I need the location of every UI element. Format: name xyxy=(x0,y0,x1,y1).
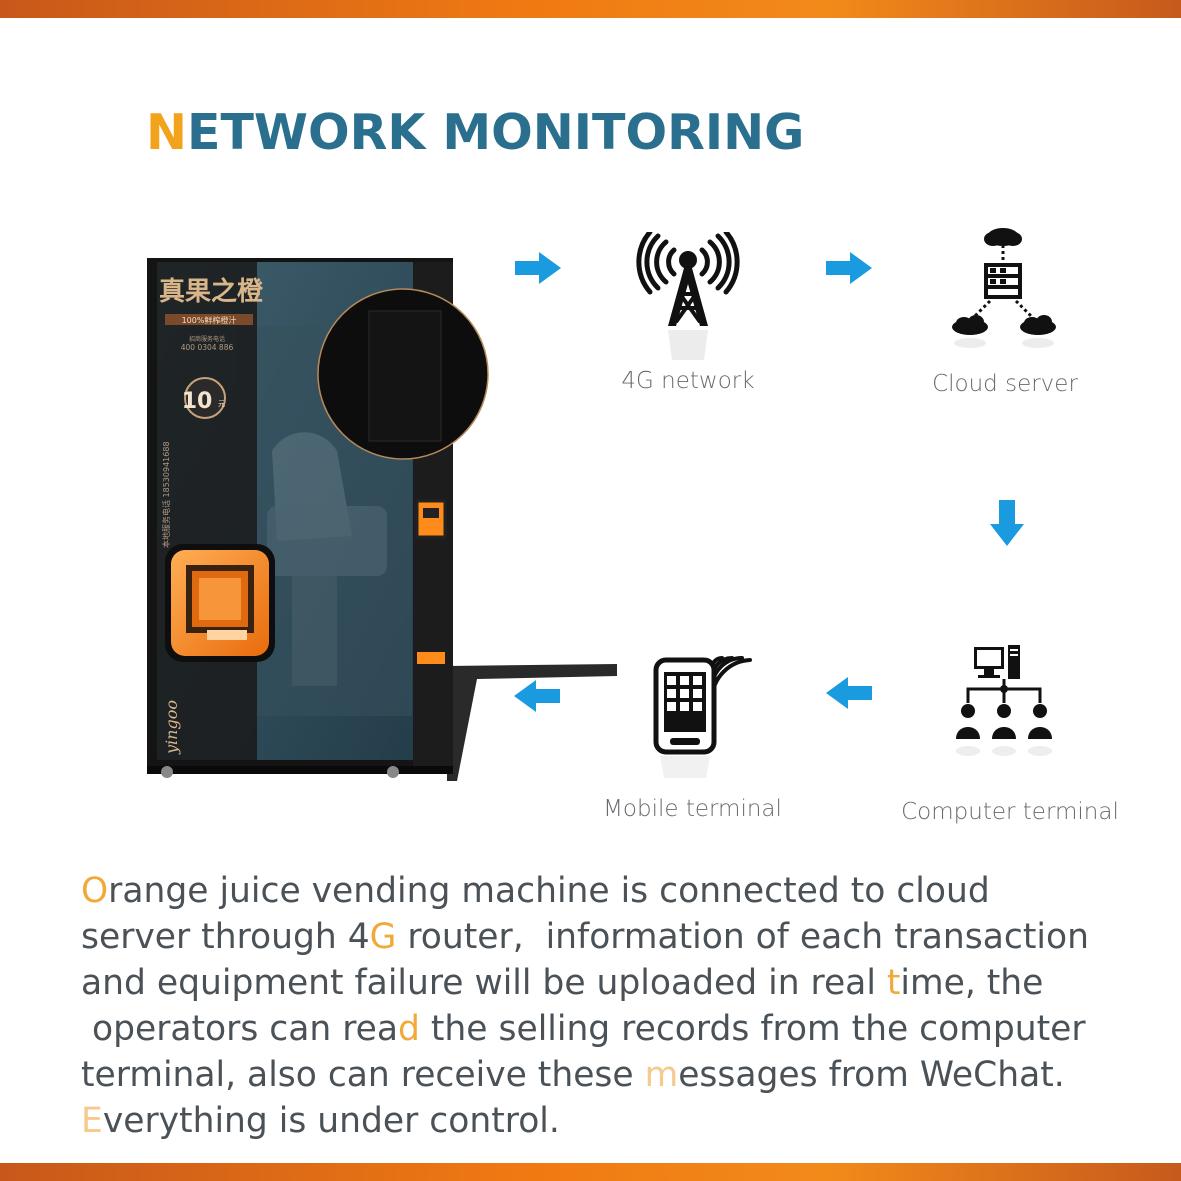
computer-network-icon xyxy=(956,645,1052,756)
hotline-number: 400 0304 886 xyxy=(181,343,234,352)
desc-line-4: operators can read the selling records f… xyxy=(81,1009,1086,1049)
description-text: Orange juice vending machine is connecte… xyxy=(81,868,1141,1144)
label-cloud-server: Cloud server xyxy=(932,371,1078,397)
vending-machine-illustration: 10 元 真果之橙 100%鲜榨橙汁 招商服务电话 400 0304 886 本… xyxy=(147,258,617,781)
bottom-accent-bar xyxy=(0,1163,1181,1181)
node-mobile-terminal: Mobile terminal xyxy=(590,638,795,828)
brand-name: 真果之橙 xyxy=(159,276,264,307)
cell-tower-icon xyxy=(636,232,740,360)
desc-line-6: Everything is under control. xyxy=(81,1101,560,1141)
desc-line-2: server through 4G router, information of… xyxy=(81,917,1089,957)
desc-line-3: and equipment failure will be uploaded i… xyxy=(81,963,1044,1003)
title-initial: N xyxy=(146,104,188,161)
desc-line-5: terminal, also can receive these message… xyxy=(81,1055,1065,1095)
hotline-label: 招商服务电话 xyxy=(189,335,225,343)
label-computer-terminal: Computer terminal xyxy=(901,799,1119,825)
label-4g-network: 4G network xyxy=(621,368,755,394)
machine-logo: yingoo xyxy=(162,700,181,755)
side-phone: 本地服务电话 18530941688 xyxy=(161,441,171,548)
brand-tagline: 100%鲜榨橙汁 xyxy=(182,315,237,325)
title-rest: ETWORK MONITORING xyxy=(187,104,805,161)
mobile-phone-icon xyxy=(653,656,752,778)
arrow-left-1 xyxy=(826,677,872,709)
arrow-left-2 xyxy=(514,680,560,712)
price-badge: 10 xyxy=(182,389,213,414)
arrow-right-1 xyxy=(515,252,561,284)
arrow-down xyxy=(990,500,1024,546)
node-cloud-server: Cloud server xyxy=(905,225,1105,405)
node-computer-terminal: Computer terminal xyxy=(895,643,1125,833)
price-unit: 元 xyxy=(218,400,225,408)
arrow-right-2 xyxy=(826,252,872,284)
top-accent-bar xyxy=(0,0,1181,18)
desc-line-1: Orange juice vending machine is connecte… xyxy=(81,871,990,911)
node-4g-network: 4G network xyxy=(588,232,788,402)
label-mobile-terminal: Mobile terminal xyxy=(603,796,782,822)
page-title: NETWORK MONITORING xyxy=(146,104,804,161)
cloud-server-icon xyxy=(952,228,1056,348)
